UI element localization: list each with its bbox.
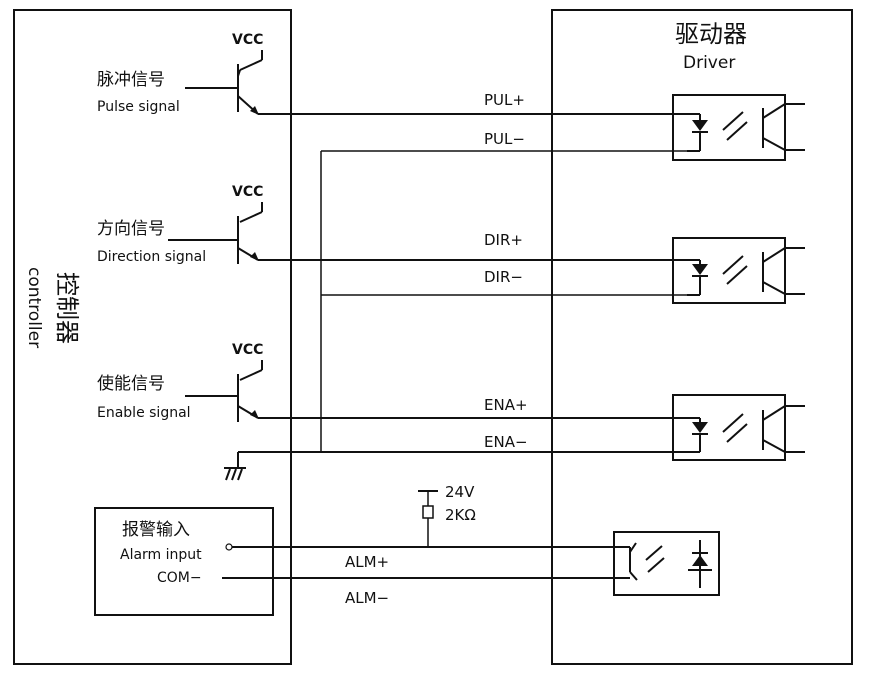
alarm-box <box>94 507 274 616</box>
direction-label-cn: 方向信号 <box>97 219 165 239</box>
driver-title-cn: 驱动器 <box>675 20 747 48</box>
controller-box <box>13 9 292 665</box>
alarm-terminal-icon <box>225 543 233 551</box>
vcc-label-1: VCC <box>232 32 263 48</box>
optocoupler-icon-3 <box>672 394 805 461</box>
controller-label-en: controller <box>24 267 44 348</box>
controller-label-cn: 控制器 <box>53 272 81 344</box>
ena-minus-label: ENA− <box>484 433 528 451</box>
enable-label-en: Enable signal <box>97 405 191 421</box>
voltage-label: 24V <box>445 483 475 501</box>
transistor-icon-3 <box>237 360 263 422</box>
alm-plus-label: ALM+ <box>345 553 389 571</box>
pul-plus-label: PUL+ <box>484 91 525 109</box>
pul-minus-label: PUL− <box>484 130 525 148</box>
driver-box <box>551 9 853 665</box>
optocoupler-icon-2 <box>672 237 805 304</box>
alarm-label-en: Alarm input <box>120 547 202 563</box>
driver-title-en: Driver <box>683 53 735 73</box>
enable-signal-group: VCC 使能信号 Enable signal ENA+ ENA− <box>97 342 805 461</box>
alm-minus-label: ALM− <box>345 589 389 607</box>
direction-signal-group: VCC 方向信号 Direction signal DIR+ DIR− <box>97 184 805 304</box>
alarm-label-cn: 报警输入 <box>122 520 190 540</box>
pulse-label-en: Pulse signal <box>97 99 180 115</box>
transistor-icon-1 <box>237 50 263 115</box>
resistor-label: 2KΩ <box>445 506 476 524</box>
pullup-resistor-icon <box>418 490 438 547</box>
pulse-signal-group: VCC 脉冲信号 Pulse signal PUL+ PUL− <box>97 32 805 161</box>
dir-minus-label: DIR− <box>484 268 523 286</box>
alarm-optocoupler-icon <box>613 531 720 596</box>
direction-label-en: Direction signal <box>97 249 206 265</box>
pulse-label-cn: 脉冲信号 <box>97 70 165 90</box>
enable-label-cn: 使能信号 <box>97 373 165 394</box>
optocoupler-icon-1 <box>672 94 805 161</box>
ena-plus-label: ENA+ <box>484 396 528 414</box>
com-minus-label: COM− <box>157 570 202 586</box>
alarm-section: 报警输入 Alarm input COM− ALM+ ALM− 24V 2KΩ <box>94 483 720 616</box>
vcc-label-2: VCC <box>232 184 263 200</box>
vcc-label-3: VCC <box>232 342 263 358</box>
dir-plus-label: DIR+ <box>484 231 523 249</box>
transistor-icon-2 <box>237 202 263 264</box>
ground-icon <box>224 452 246 481</box>
